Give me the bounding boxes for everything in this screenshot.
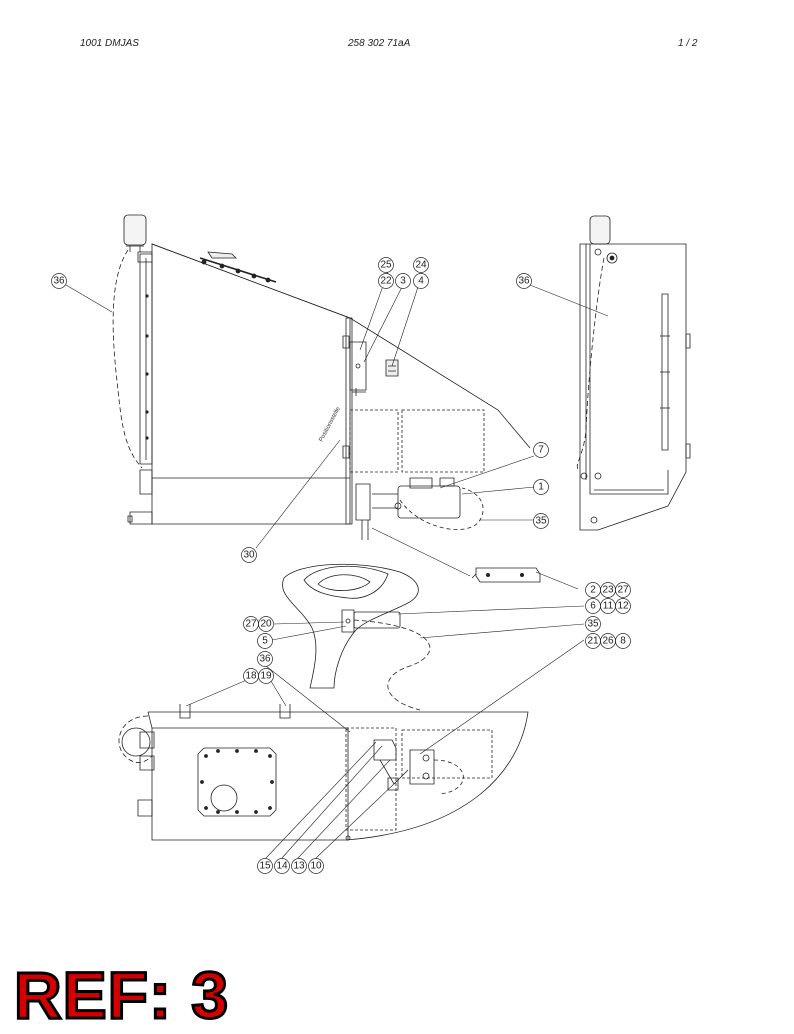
top-view: [119, 564, 528, 840]
header-center: 258 302 71aA: [348, 38, 411, 49]
callout-7: 7: [538, 445, 544, 456]
end-view: [577, 216, 690, 530]
bracket-part: [472, 568, 540, 582]
callout-30: 30: [243, 550, 255, 561]
callout-26: 26: [602, 636, 614, 647]
callout-8: 8: [620, 636, 626, 647]
callout-36: 36: [518, 276, 530, 287]
callout-13: 13: [293, 861, 305, 872]
callout-27: 27: [245, 619, 257, 630]
callout-36: 36: [259, 654, 271, 665]
callout-19: 19: [260, 671, 272, 682]
callout-24: 24: [415, 260, 427, 271]
callout-20: 20: [260, 619, 272, 630]
callout-12: 12: [617, 601, 629, 612]
callout-22: 22: [380, 276, 392, 287]
callout-35: 35: [535, 516, 547, 527]
callout-23: 23: [602, 585, 614, 596]
callout-10: 10: [310, 861, 322, 872]
position-label: Positionsstelle: [318, 406, 342, 443]
header-right: 1 / 2: [678, 38, 698, 49]
callout-25: 25: [380, 260, 392, 271]
callout-14: 14: [276, 861, 288, 872]
leader-lines: [66, 272, 608, 858]
callout-6: 6: [590, 601, 596, 612]
header-left: 1001 DMJAS: [80, 38, 139, 49]
callout-27: 27: [617, 585, 629, 596]
reference-label: REF: 3: [12, 958, 230, 1032]
callout-1: 1: [538, 482, 544, 493]
callout-11: 11: [603, 601, 614, 612]
callout-36: 36: [53, 276, 65, 287]
callout-35: 35: [587, 619, 599, 630]
callout-3: 3: [400, 276, 406, 287]
callout-2: 2: [590, 585, 596, 596]
callout-21: 21: [587, 636, 599, 647]
callout-5: 5: [262, 636, 268, 647]
callout-4: 4: [418, 276, 424, 287]
side-view: Positionsstelle: [113, 215, 530, 540]
callout-18: 18: [245, 671, 257, 682]
callout-15: 15: [259, 861, 271, 872]
